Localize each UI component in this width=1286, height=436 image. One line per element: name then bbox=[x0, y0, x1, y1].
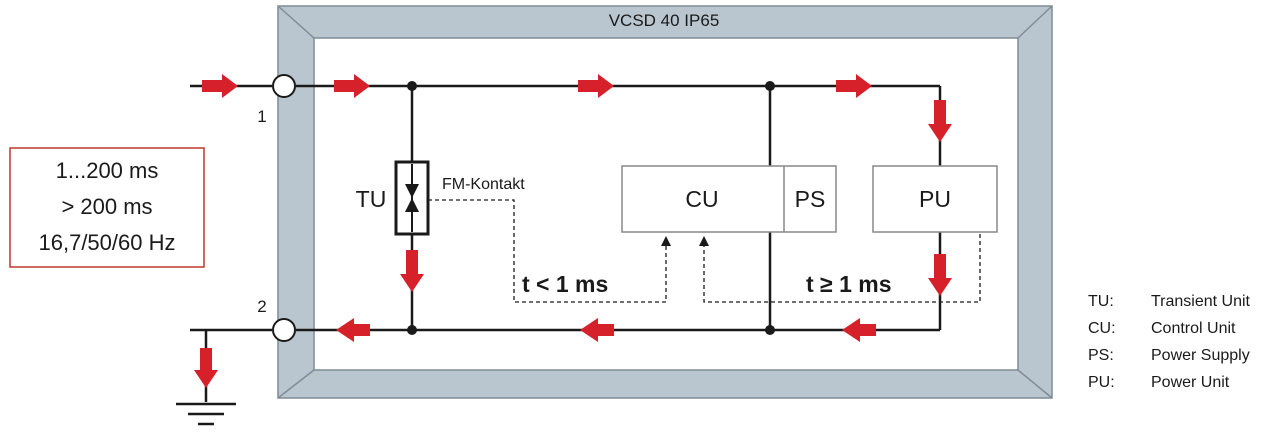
legend-text: Power Supply bbox=[1151, 347, 1250, 364]
current-flow-arrows bbox=[194, 74, 952, 388]
ground-icon bbox=[176, 402, 236, 426]
terminal-1 bbox=[272, 74, 296, 98]
legend-text: Transient Unit bbox=[1151, 293, 1251, 310]
flow-arrow-down bbox=[194, 348, 218, 388]
flow-arrow-left bbox=[842, 318, 876, 342]
tu-label: TU bbox=[356, 186, 387, 212]
signal-spec-line-1: 1...200 ms bbox=[56, 158, 159, 183]
terminal-2-label: 2 bbox=[257, 297, 266, 316]
signal-arrowheads bbox=[661, 236, 709, 246]
cu-label: CU bbox=[685, 186, 718, 212]
device-title: VCSD 40 IP65 bbox=[609, 11, 720, 30]
signal-spec-box bbox=[9, 147, 205, 268]
flow-arrow-down bbox=[928, 100, 952, 142]
signal-spec-line-2: > 200 ms bbox=[61, 194, 152, 219]
legend-abbr: PS: bbox=[1088, 347, 1114, 364]
timing-left-label: t < 1 ms bbox=[522, 271, 608, 297]
flow-arrow-right bbox=[836, 74, 872, 98]
signal-spec-line-3: 16,7/50/60 Hz bbox=[39, 230, 176, 255]
flow-arrow-left bbox=[336, 318, 370, 342]
cu-ps-block bbox=[621, 165, 837, 233]
pu-label: PU bbox=[919, 186, 951, 212]
tu-component bbox=[394, 160, 430, 236]
dashed-signal-lines bbox=[428, 199, 981, 303]
junction-dot bbox=[765, 81, 775, 91]
junction-dots bbox=[407, 81, 775, 335]
legend: TU: Transient Unit CU: Control Unit PS: … bbox=[1088, 293, 1251, 391]
flow-arrow-right bbox=[334, 74, 370, 98]
legend-abbr: PU: bbox=[1088, 374, 1115, 391]
fm-contact-label: FM-Kontakt bbox=[442, 176, 525, 193]
flow-arrow-down bbox=[928, 254, 952, 296]
junction-dot bbox=[765, 325, 775, 335]
pu-block bbox=[872, 165, 998, 233]
legend-abbr: CU: bbox=[1088, 320, 1116, 337]
terminal-2 bbox=[272, 318, 296, 342]
flow-arrow-right bbox=[578, 74, 614, 98]
legend-abbr: TU: bbox=[1088, 293, 1114, 310]
timing-right-label: t ≥ 1 ms bbox=[806, 271, 892, 297]
flow-arrow-down bbox=[400, 250, 424, 292]
terminal-1-label: 1 bbox=[257, 107, 266, 126]
junction-dot bbox=[407, 325, 417, 335]
legend-text: Control Unit bbox=[1151, 320, 1236, 337]
legend-text: Power Unit bbox=[1151, 374, 1230, 391]
flow-arrow-right bbox=[202, 74, 238, 98]
ps-label: PS bbox=[795, 186, 826, 212]
junction-dot bbox=[407, 81, 417, 91]
flow-arrow-left bbox=[580, 318, 614, 342]
